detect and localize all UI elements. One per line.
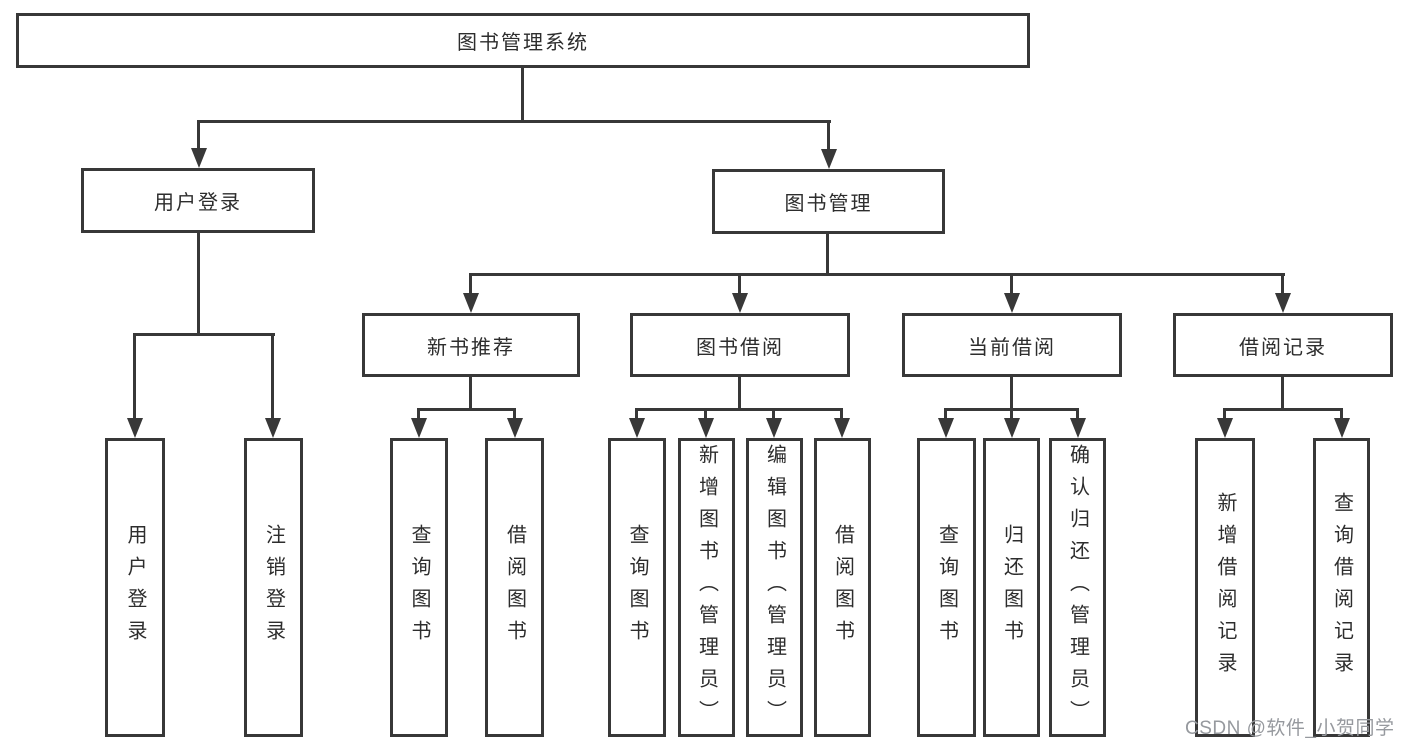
leaf-borrow-books-recommend: 借阅图书 — [485, 438, 544, 737]
node-label: 图书管理系统 — [457, 32, 589, 54]
connector-line — [635, 408, 638, 420]
connector-line — [417, 408, 420, 420]
connector-line — [1223, 408, 1226, 420]
arrow-down-icon — [1070, 418, 1086, 438]
node-label: 借阅图书 — [503, 523, 526, 652]
connector-line — [1340, 408, 1343, 420]
arrow-down-icon — [1004, 418, 1020, 438]
node-label: 借阅记录 — [1239, 336, 1327, 359]
node-label: 当前借阅 — [968, 336, 1056, 359]
node-new-book-recommend: 新书推荐 — [362, 313, 580, 377]
node-label: 查询图书 — [626, 523, 648, 652]
arrow-down-icon — [265, 418, 281, 438]
leaf-query-books-borrowing: 查询图书 — [608, 438, 666, 737]
node-library-system: 图书管理系统 — [16, 13, 1030, 68]
connector-line — [135, 333, 275, 336]
node-label: 图书借阅 — [696, 336, 784, 359]
arrow-down-icon — [1217, 418, 1233, 438]
node-label: 新书推荐 — [427, 336, 515, 359]
leaf-query-books-recommend: 查询图书 — [390, 438, 448, 737]
arrow-down-icon — [127, 418, 143, 438]
connector-line — [513, 408, 516, 420]
leaf-query-borrow-record: 查询借阅记录 — [1313, 438, 1370, 737]
leaf-confirm-return-admin: 确认归还（管理员） — [1049, 438, 1106, 737]
leaf-query-books-current: 查询图书 — [917, 438, 976, 737]
leaf-add-borrow-record: 新增借阅记录 — [1195, 438, 1255, 737]
arrow-down-icon — [938, 418, 954, 438]
node-label: 新增借阅记录 — [1214, 491, 1236, 684]
connector-line — [271, 333, 274, 420]
connector-line — [469, 377, 472, 408]
watermark: CSDN @软件_小贺同学 — [1185, 718, 1395, 739]
node-label: 新增图书（管理员） — [695, 443, 718, 732]
connector-line — [636, 408, 843, 411]
node-label: 编辑图书（管理员） — [763, 443, 786, 732]
leaf-add-book-admin: 新增图书（管理员） — [678, 438, 735, 737]
node-label: 借阅图书 — [831, 523, 854, 652]
connector-line — [199, 120, 831, 123]
connector-line — [1076, 408, 1079, 420]
node-label: 查询图书 — [408, 523, 430, 652]
node-label: 用户登录 — [124, 523, 146, 652]
connector-line — [840, 408, 843, 420]
leaf-logout: 注销登录 — [244, 438, 303, 737]
connector-line — [1224, 408, 1342, 411]
node-label: 查询图书 — [935, 523, 958, 652]
leaf-edit-book-admin: 编辑图书（管理员） — [746, 438, 803, 737]
leaf-user-login: 用户登录 — [105, 438, 165, 737]
connector-line — [471, 273, 1285, 276]
arrow-down-icon — [191, 148, 207, 168]
arrow-down-icon — [1334, 418, 1350, 438]
connector-line — [521, 68, 524, 120]
leaf-return-book: 归还图书 — [983, 438, 1040, 737]
connector-line — [197, 233, 200, 333]
connector-line — [772, 408, 775, 420]
connector-line — [1281, 273, 1284, 297]
connector-line — [944, 408, 947, 420]
connector-line — [826, 234, 829, 273]
arrow-down-icon — [463, 293, 479, 313]
connector-line — [738, 273, 741, 297]
connector-line — [197, 120, 200, 152]
arrow-down-icon — [411, 418, 427, 438]
arrow-down-icon — [507, 418, 523, 438]
node-label: 图书管理 — [784, 193, 873, 215]
connector-line — [418, 408, 516, 411]
node-label: 归还图书 — [1000, 523, 1023, 652]
connector-line — [1010, 273, 1013, 297]
connector-line — [469, 273, 472, 297]
arrow-down-icon — [732, 293, 748, 313]
node-book-borrowing: 图书借阅 — [630, 313, 850, 377]
connector-line — [1281, 377, 1284, 408]
arrow-down-icon — [629, 418, 645, 438]
node-book-management: 图书管理 — [712, 169, 945, 234]
arrow-down-icon — [698, 418, 714, 438]
arrow-down-icon — [766, 418, 782, 438]
arrow-down-icon — [821, 149, 837, 169]
arrow-down-icon — [1275, 293, 1291, 313]
node-label: 用户登录 — [154, 192, 242, 214]
node-label: 注销登录 — [262, 523, 285, 652]
node-label: 查询借阅记录 — [1330, 491, 1353, 684]
arrow-down-icon — [834, 418, 850, 438]
connector-line — [133, 333, 136, 420]
node-label: 确认归还（管理员） — [1066, 443, 1089, 732]
node-user-login: 用户登录 — [81, 168, 315, 233]
leaf-borrow-books: 借阅图书 — [814, 438, 871, 737]
connector-line — [704, 408, 707, 420]
connector-line — [738, 377, 741, 408]
node-current-borrowing: 当前借阅 — [902, 313, 1122, 377]
node-borrowing-records: 借阅记录 — [1173, 313, 1393, 377]
connector-line — [1010, 408, 1013, 420]
connector-line — [1010, 377, 1013, 408]
arrow-down-icon — [1004, 293, 1020, 313]
connector-line — [827, 120, 830, 153]
